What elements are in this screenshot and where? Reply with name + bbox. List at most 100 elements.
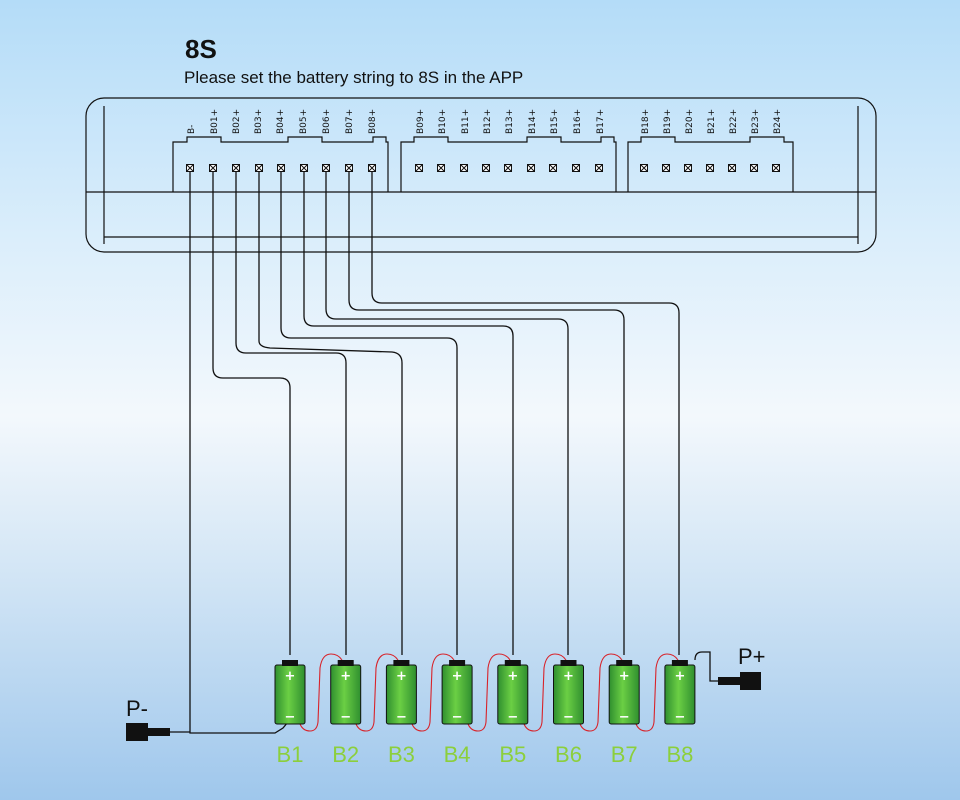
connector-1 <box>172 136 389 192</box>
battery-cell-b8: +−B8 <box>664 660 696 767</box>
pin-contact <box>437 164 445 172</box>
pin-contact <box>772 164 780 172</box>
pin-label-b10: B10+ <box>438 109 448 134</box>
battery-cell-b3: +−B3 <box>385 660 417 767</box>
pin-label-b11: B11+ <box>461 109 471 134</box>
pin-label-b05: B05+ <box>299 109 309 134</box>
pin-label-b17: B17+ <box>596 109 606 134</box>
pin-label-b23: B23+ <box>751 109 761 134</box>
pin-label-b07: B07+ <box>345 109 355 134</box>
pin-contact <box>572 164 580 172</box>
connector-3 <box>627 136 794 192</box>
battery-cap <box>616 660 633 666</box>
wire-b04 <box>280 172 458 655</box>
pin-contact <box>186 164 194 172</box>
pin-contact <box>728 164 736 172</box>
battery-minus-sign: − <box>396 710 407 725</box>
pin-label-b03: B03+ <box>254 109 264 134</box>
pin-label-b20: B20+ <box>685 109 695 134</box>
pin-contact <box>706 164 714 172</box>
battery-plus-sign: + <box>674 669 685 684</box>
pin-contact <box>595 164 603 172</box>
p-plus-lead <box>694 651 718 682</box>
series-link-6 <box>579 653 623 732</box>
battery-cap <box>449 660 466 666</box>
wire-b06 <box>325 172 569 655</box>
connector-2-pins: B09+ B10+ B11+ B12+ B13+ B14+ B15+ B16+ … <box>416 109 606 134</box>
pin-label-b13: B13+ <box>505 109 515 134</box>
battery-label: B5 <box>499 742 526 767</box>
connector-3-pins: B18+ B19+ B20+ B21+ B22+ B23+ B24+ <box>641 109 783 134</box>
wire-b03 <box>258 172 403 655</box>
battery-cells: +−B1+−B2+−B3+−B4+−B5+−B6+−B7+−B8 <box>274 660 696 767</box>
battery-minus-sign: − <box>452 710 463 725</box>
battery-plus-sign: + <box>285 669 296 684</box>
series-link-7 <box>635 653 679 732</box>
battery-cell-b2: +−B2 <box>330 660 362 767</box>
wire-b-minus <box>189 172 289 734</box>
pin-contact <box>232 164 240 172</box>
p-minus-plug <box>126 723 148 741</box>
pin-label-b22: B22+ <box>729 109 739 134</box>
pin-contact <box>527 164 535 172</box>
battery-minus-sign: − <box>563 710 574 725</box>
battery-cap <box>393 660 410 666</box>
pin-label-b09: B09+ <box>416 109 426 134</box>
board-outer-outline <box>85 97 877 253</box>
battery-minus-sign: − <box>285 710 296 725</box>
pin-label-b06: B06+ <box>322 109 332 134</box>
pin-label-b-minus: B- <box>187 125 197 134</box>
battery-label: B3 <box>388 742 415 767</box>
pin-label-b12: B12+ <box>483 109 493 134</box>
pin-contact <box>640 164 648 172</box>
battery-cap <box>504 660 521 666</box>
battery-plus-sign: + <box>507 669 518 684</box>
series-link-2 <box>355 653 399 732</box>
battery-cap <box>337 660 354 666</box>
battery-label: B7 <box>611 742 638 767</box>
connector-1-pins: B- B01+ B02+ B03+ B04+ B05+ B06+ B07+ B0… <box>187 109 378 134</box>
pin-contact <box>460 164 468 172</box>
diagram-title: 8S <box>185 34 217 64</box>
pin-label-b15: B15+ <box>550 109 560 134</box>
pin-contact <box>549 164 557 172</box>
p-minus-terminal: P- <box>126 696 190 741</box>
battery-cell-b5: +−B5 <box>497 660 529 767</box>
p-minus-label: P- <box>126 696 148 721</box>
battery-minus-sign: − <box>340 710 351 725</box>
battery-plus-sign: + <box>452 669 463 684</box>
battery-plus-sign: + <box>563 669 574 684</box>
pin-label-b01: B01+ <box>210 109 220 134</box>
battery-minus-sign: − <box>619 710 630 725</box>
battery-cell-b1: +−B1 <box>274 660 306 767</box>
battery-label: B8 <box>666 742 693 767</box>
battery-cap <box>560 660 577 666</box>
pin-contact <box>322 164 330 172</box>
battery-label: B6 <box>555 742 582 767</box>
p-plus-terminal: P+ <box>694 644 766 690</box>
wire-b05 <box>303 172 514 655</box>
pin-contact <box>300 164 308 172</box>
pin-label-b14: B14+ <box>528 109 538 134</box>
pin-contact <box>684 164 692 172</box>
diagram-subtitle: Please set the battery string to 8S in t… <box>184 68 524 87</box>
battery-cell-b4: + − B4 <box>441 660 473 767</box>
p-plus-plug <box>740 672 761 690</box>
battery-label: B2 <box>332 742 359 767</box>
battery-cap <box>282 660 298 666</box>
series-link-5 <box>523 653 567 732</box>
battery-label: B4 <box>444 742 471 767</box>
pin-label-b24: B24+ <box>773 109 783 134</box>
bms-board <box>85 97 877 253</box>
series-link-1 <box>299 653 343 732</box>
series-link-4 <box>467 653 511 732</box>
pin-contact <box>255 164 263 172</box>
series-link-3 <box>411 653 455 732</box>
connector-2-housing <box>400 136 617 192</box>
pin-contact <box>368 164 376 172</box>
pin-label-b08: B08+ <box>368 109 378 134</box>
p-minus-plug-neck <box>148 728 170 736</box>
pin-label-b18: B18+ <box>641 109 651 134</box>
pin-label-b04: B04+ <box>276 109 286 134</box>
wire-b01 <box>212 172 291 655</box>
